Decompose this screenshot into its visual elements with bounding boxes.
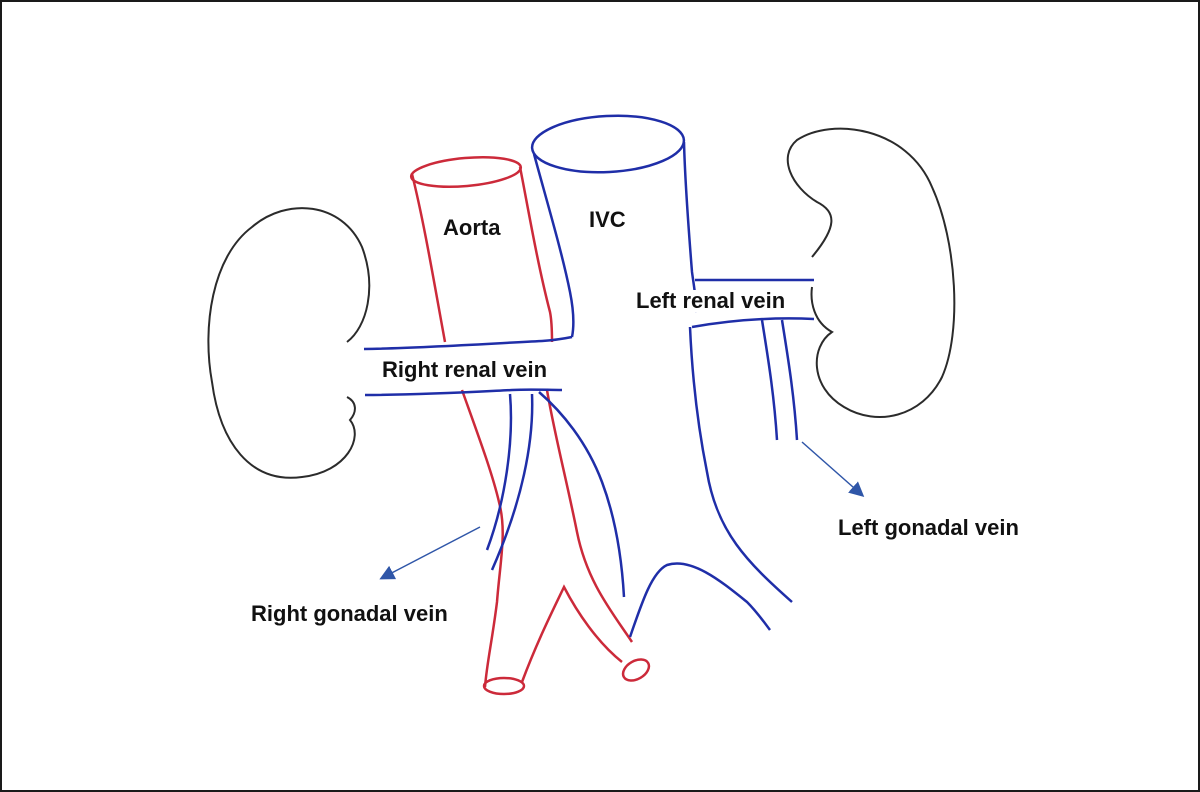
aorta-right-wall [518, 166, 634, 643]
ivc-lower-left-wall [538, 391, 626, 598]
ivc-lower-right-wall [688, 326, 793, 603]
left-kidney [786, 127, 956, 418]
right-renal-vein-lower [364, 388, 563, 397]
ivc-top-opening [530, 114, 686, 174]
left-gonadal-vein [760, 319, 799, 441]
left-iliac-end [621, 658, 651, 682]
left-renal-vein-lower [691, 317, 815, 329]
right-kidney [207, 207, 371, 479]
ivc-left-wall [532, 153, 575, 338]
ivc-label: IVC [589, 207, 626, 232]
right-renal-vein-label: Right renal vein [382, 357, 548, 382]
left-gonadal-vein-label: Left gonadal vein [838, 515, 1019, 540]
right-gonadal-vein-label: Right gonadal vein [251, 601, 448, 626]
right-iliac-end [482, 676, 526, 696]
right-gonadal-vein-arrow [379, 526, 481, 580]
ivc-bifurcation [628, 562, 772, 638]
aorta-label: Aorta [443, 215, 501, 240]
aorta-bifurcation [520, 584, 623, 683]
ivc-right-wall [682, 141, 697, 313]
right-gonadal-vein [485, 393, 534, 571]
left-renal-vein-label: Left renal vein [636, 288, 786, 313]
aorta-top-opening [409, 156, 523, 188]
left-gonadal-vein-arrow [801, 441, 865, 497]
right-renal-vein-upper [363, 335, 573, 351]
